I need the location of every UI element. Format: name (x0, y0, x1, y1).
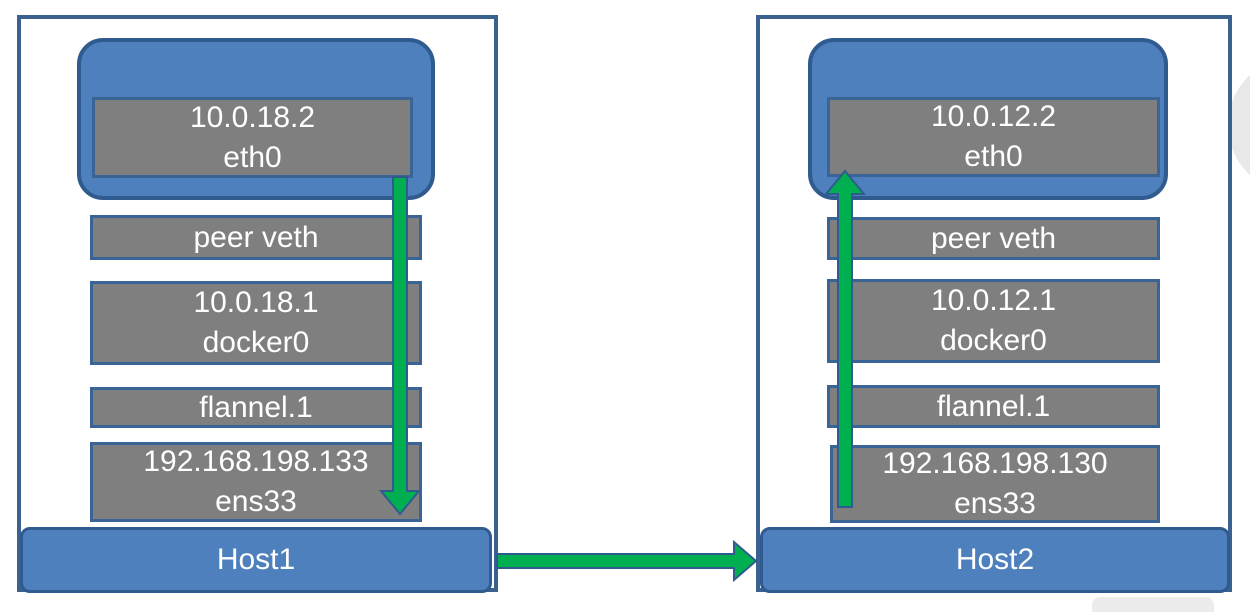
host2-eth0-box: 10.0.12.2 eth0 (827, 97, 1160, 177)
packet-flow-arrow-host1-to-host2-icon (496, 539, 758, 583)
host2-title: Host2 (955, 543, 1035, 576)
host1-ens33-ip: 192.168.198.133 (143, 445, 369, 478)
host1-ens33-label: ens33 (215, 485, 297, 518)
watermark-rounded-tab (1092, 597, 1214, 612)
host1-peer-veth-label: peer veth (193, 220, 319, 254)
host2-flannel-label: flannel.1 (936, 389, 1051, 423)
host1-peer-veth-box: peer veth (90, 215, 422, 260)
host1-flannel-label: flannel.1 (199, 390, 313, 424)
host2-docker0-label: docker0 (940, 324, 1047, 357)
host1-bar: Host1 (20, 527, 492, 593)
host1-eth0-label: eth0 (223, 140, 282, 174)
host2-docker0-box: 10.0.12.1 docker0 (827, 279, 1160, 363)
host2-ens33-label: ens33 (954, 487, 1036, 520)
host1-eth0-box: 10.0.18.2 eth0 (92, 97, 413, 178)
host2-flannel-box: flannel.1 (827, 385, 1160, 428)
packet-flow-arrow-down-icon (378, 176, 422, 516)
host2-peer-veth-label: peer veth (930, 221, 1057, 255)
host1-eth0-ip: 10.0.18.2 (189, 100, 316, 134)
host1-docker0-label: docker0 (202, 326, 310, 359)
host2-ens33-box: 192.168.198.130 ens33 (830, 445, 1160, 523)
packet-flow-arrow-up-icon (823, 169, 867, 508)
host2-eth0-ip: 10.0.12.2 (930, 100, 1057, 133)
host1-docker0-ip: 10.0.18.1 (193, 286, 319, 319)
host2-bar: Host2 (760, 527, 1230, 593)
host1-ens33-box: 192.168.198.133 ens33 (90, 442, 422, 522)
host2-docker0-ip: 10.0.12.1 (930, 284, 1057, 317)
host1-flannel-box: flannel.1 (90, 387, 422, 428)
host2-peer-veth-box: peer veth (827, 217, 1160, 260)
host2-eth0-label: eth0 (964, 140, 1023, 173)
host1-title: Host1 (216, 543, 296, 576)
host2-ens33-ip: 192.168.198.130 (882, 447, 1108, 480)
host1-docker0-box: 10.0.18.1 docker0 (90, 281, 422, 365)
